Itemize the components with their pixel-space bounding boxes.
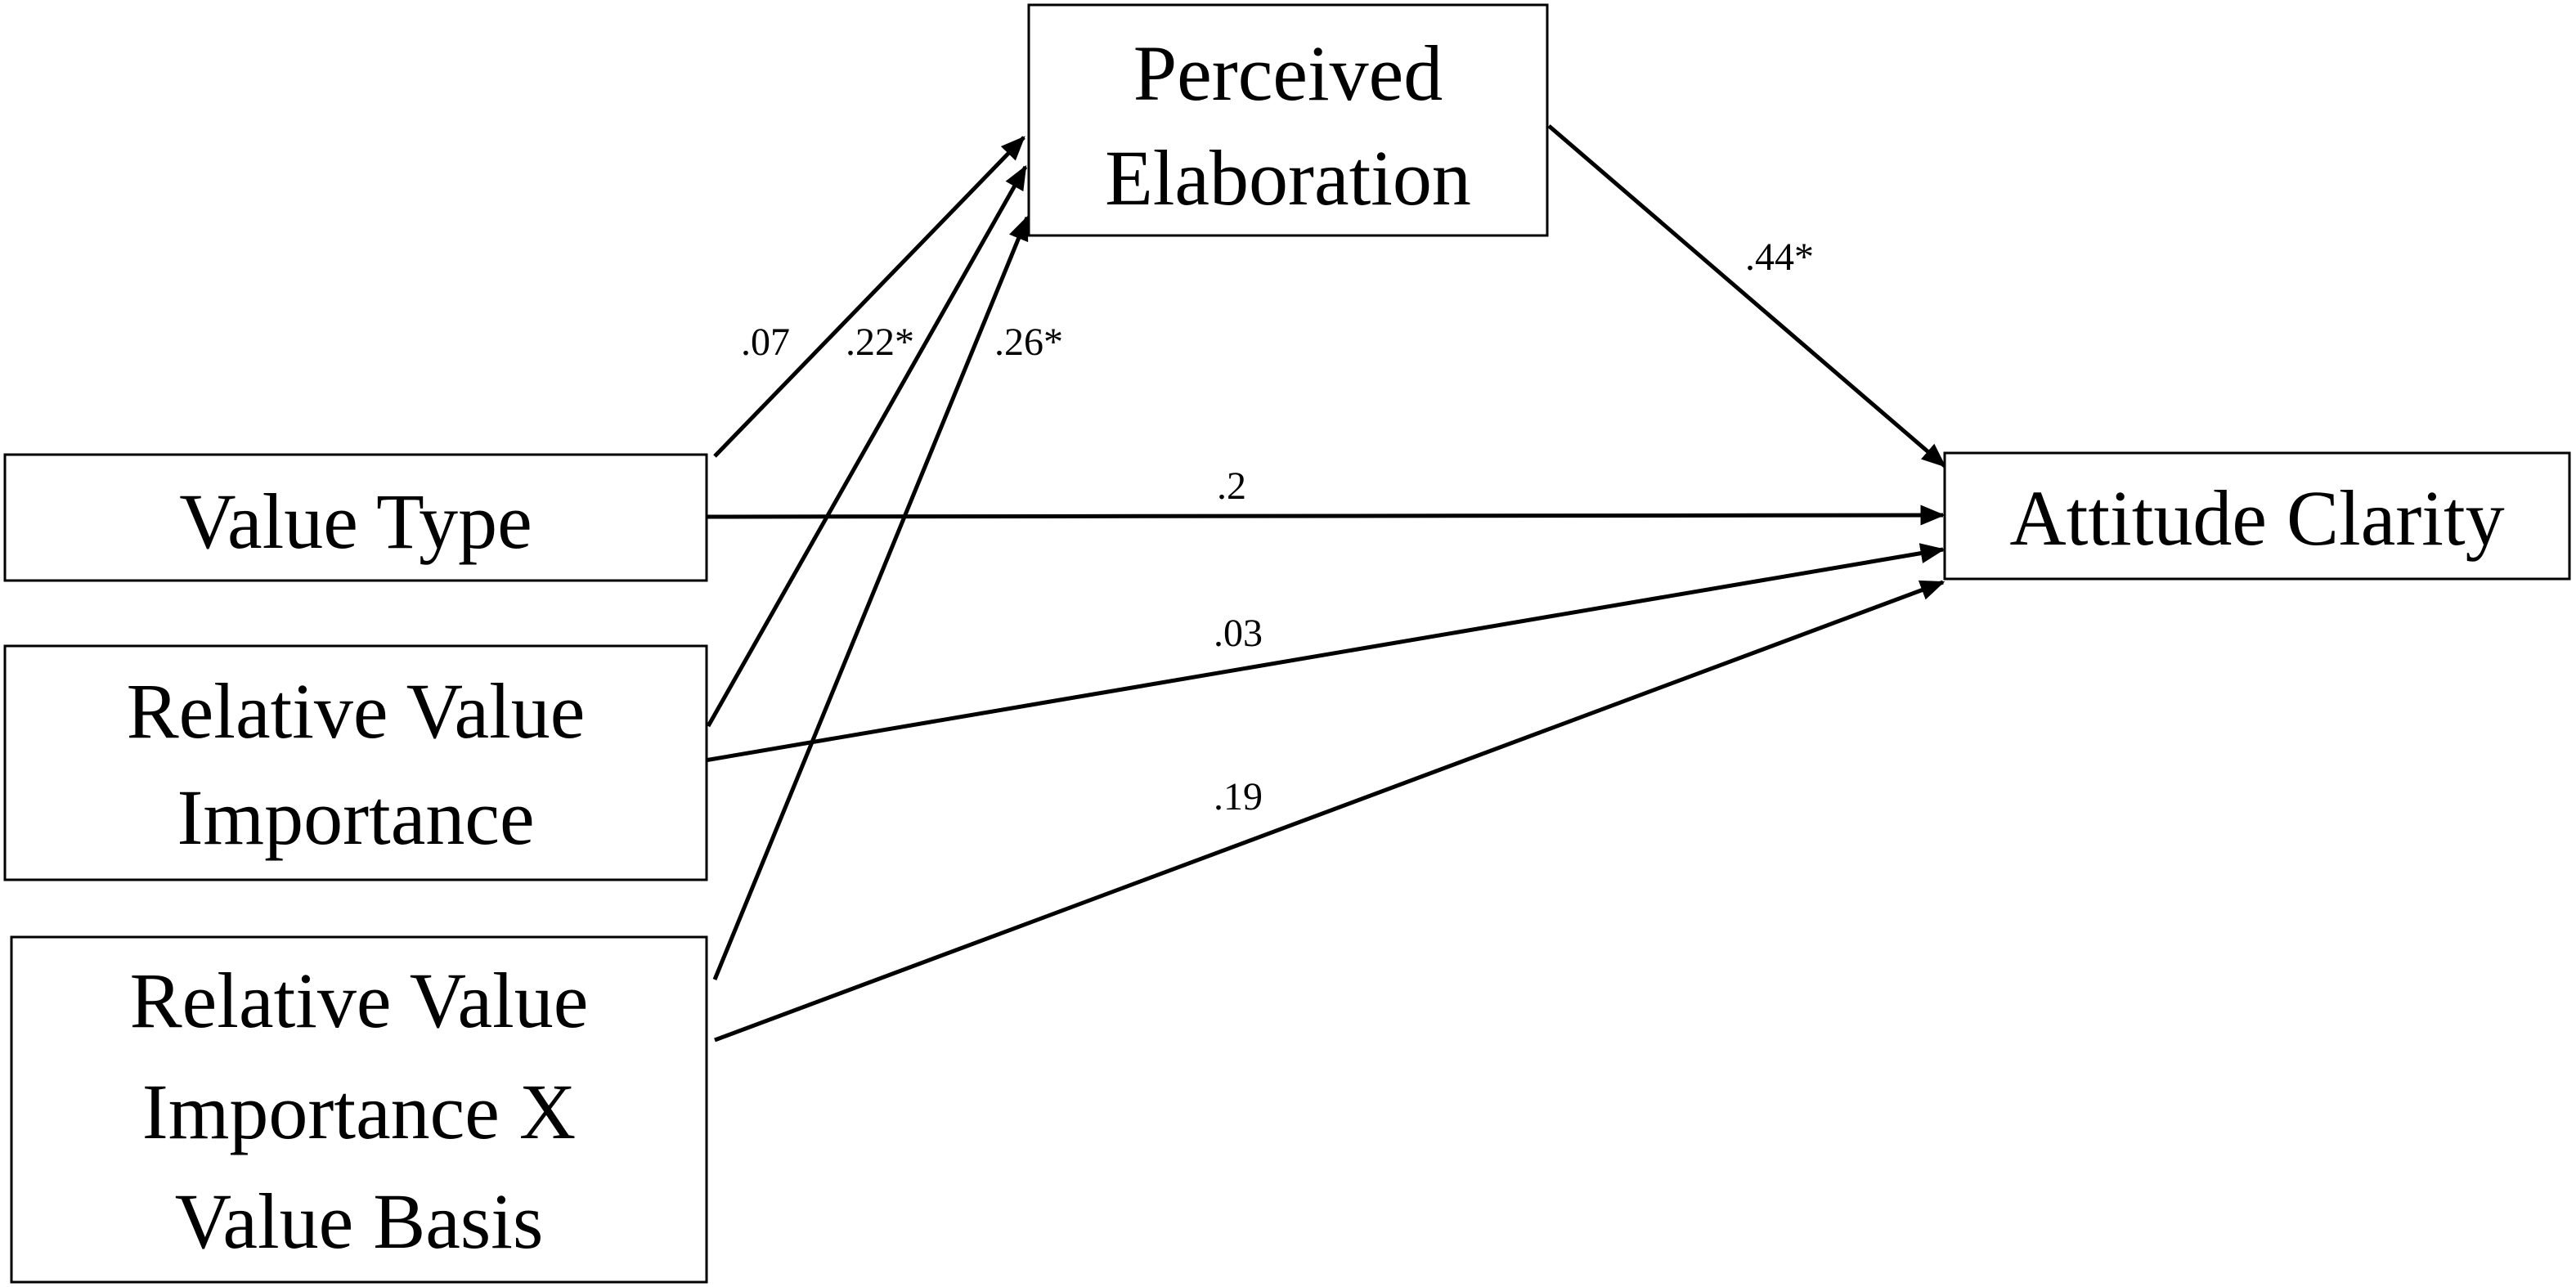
node-label-line: Importance X bbox=[142, 1068, 576, 1155]
edges bbox=[704, 124, 1946, 1043]
coef-elaboration-to-clarity: .44* bbox=[1745, 235, 1814, 279]
edge-importance-to-elaboration bbox=[706, 164, 1028, 728]
edge-value-type-to-clarity bbox=[704, 504, 1945, 526]
node-label-line: Elaboration bbox=[1105, 134, 1471, 222]
node-label-line: Relative Value bbox=[130, 957, 589, 1044]
node-value-type: Value Type bbox=[3, 453, 708, 582]
node-box bbox=[3, 644, 708, 881]
coef-importance-to-elaboration: .22* bbox=[846, 321, 914, 364]
coef-interaction-to-clarity: .19 bbox=[1214, 775, 1263, 818]
node-box bbox=[10, 935, 708, 1284]
coefficients: .07 .22* .26* .44* .2 .03 .19 bbox=[741, 235, 1814, 818]
coef-importance-to-clarity: .03 bbox=[1214, 612, 1263, 655]
node-interaction: Relative Value Importance X Value Basis bbox=[10, 935, 708, 1284]
coef-value-type-to-elaboration: .07 bbox=[741, 321, 790, 364]
edge-elaboration-to-clarity bbox=[1547, 124, 1946, 468]
coef-value-type-to-clarity: .2 bbox=[1217, 464, 1246, 508]
node-label-line: Importance bbox=[177, 774, 534, 861]
node-label-line: Relative Value bbox=[127, 667, 586, 755]
node-attitude-clarity: Attitude Clarity bbox=[1943, 451, 2571, 581]
node-relative-value-importance: Relative Value Importance bbox=[3, 644, 708, 881]
edge-value-type-to-elaboration bbox=[713, 136, 1025, 458]
node-perceived-elaboration: Perceived Elaboration bbox=[1027, 3, 1549, 237]
edge-importance-to-clarity bbox=[704, 543, 1945, 763]
edge-interaction-to-elaboration bbox=[712, 215, 1030, 980]
node-box bbox=[3, 453, 708, 582]
node-label-line: Value Basis bbox=[175, 1177, 544, 1265]
node-label-line: Attitude Clarity bbox=[2009, 474, 2504, 562]
node-label-line: Perceived bbox=[1133, 29, 1443, 117]
node-box bbox=[1027, 3, 1549, 237]
edge-interaction-to-clarity bbox=[714, 580, 1945, 1043]
node-box bbox=[1943, 451, 2571, 581]
coef-interaction-to-elaboration: .26* bbox=[994, 321, 1063, 364]
node-label-line: Value Type bbox=[179, 478, 532, 565]
